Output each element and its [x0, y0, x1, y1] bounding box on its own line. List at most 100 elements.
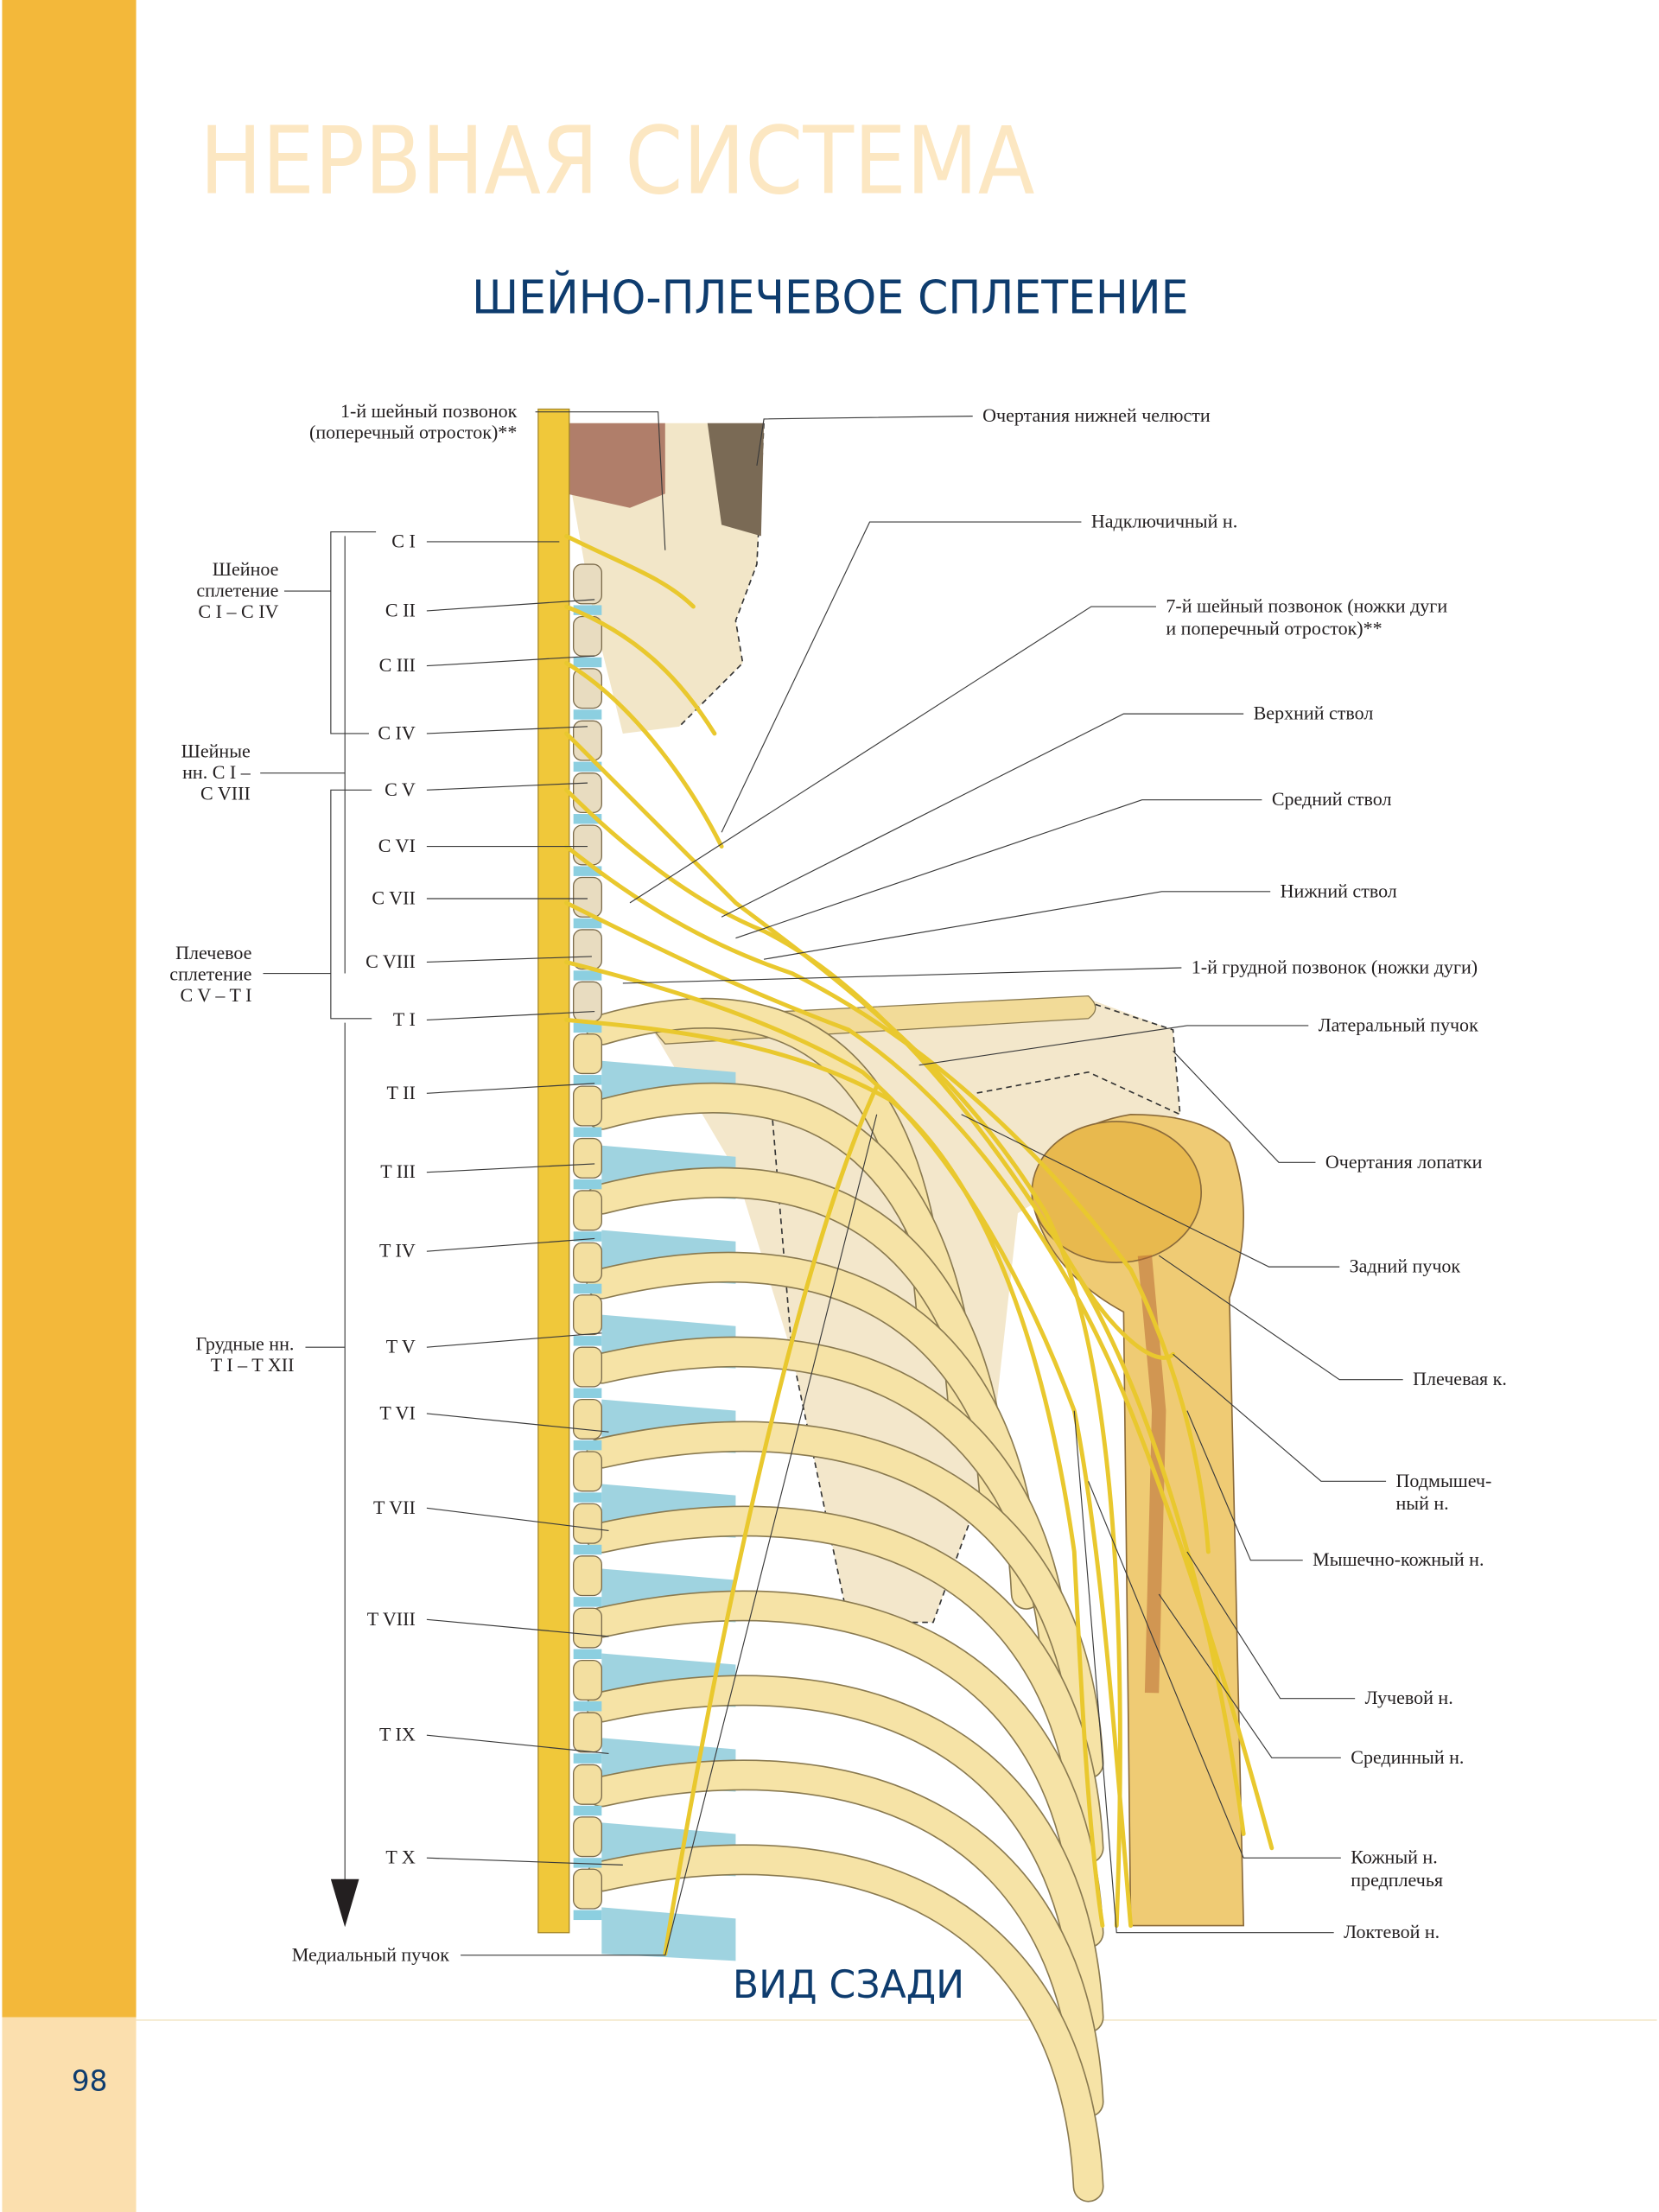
svg-text:Плечевая к.: Плечевая к.	[1413, 1368, 1507, 1389]
svg-text:T V: T V	[386, 1336, 416, 1357]
svg-text:C VI: C VI	[378, 835, 416, 856]
intervertebral-disc	[573, 1700, 602, 1712]
intervertebral-disc	[573, 1492, 602, 1503]
intervertebral-disc	[573, 814, 602, 824]
svg-text:ный н.: ный н.	[1396, 1492, 1449, 1514]
skull-base	[559, 423, 665, 508]
svg-text:Шейное: Шейное	[213, 558, 279, 580]
vertebra	[573, 1555, 602, 1597]
svg-text:Шейные: Шейные	[181, 741, 251, 762]
svg-text:C II: C II	[385, 599, 416, 620]
c1-vertebra-label: 1-й шейный позвонок (поперечный отросток…	[309, 400, 666, 550]
svg-text:Латеральный пучок: Латеральный пучок	[1319, 1014, 1478, 1035]
svg-text:C VII: C VII	[372, 887, 415, 909]
intervertebral-disc	[573, 918, 602, 929]
svg-text:Грудные нн.: Грудные нн.	[196, 1332, 295, 1354]
svg-text:Локтевой н.: Локтевой н.	[1344, 1921, 1440, 1942]
svg-text:7-й шейный позвонок (ножки дуг: 7-й шейный позвонок (ножки дуги	[1166, 595, 1447, 617]
svg-text:T I: T I	[393, 1008, 416, 1030]
svg-text:C V: C V	[385, 779, 416, 800]
intervertebral-disc	[573, 1283, 602, 1294]
segment-label: T I	[393, 1008, 595, 1030]
svg-text:Срединный н.: Срединный н.	[1351, 1746, 1464, 1768]
segment-label: C VIII	[365, 950, 592, 972]
sidebar-strip	[2, 0, 137, 2018]
segment-label: C VII	[372, 887, 588, 909]
segment-label: T VI	[379, 1402, 609, 1433]
vertebra	[573, 1242, 602, 1283]
svg-text:сплетение: сплетение	[196, 580, 278, 601]
svg-text:C V – T I: C V – T I	[181, 984, 252, 1006]
svg-text:Очертания лопатки: Очертания лопатки	[1325, 1151, 1483, 1173]
right-labels: Очертания нижней челюсти Надключичный н.…	[622, 404, 1507, 1942]
svg-text:Задний пучок: Задний пучок	[1350, 1255, 1461, 1277]
vertebra	[573, 1451, 602, 1492]
intervertebral-disc	[573, 657, 602, 668]
svg-text:T I – T XII: T I – T XII	[211, 1354, 295, 1376]
vertebra	[573, 1503, 602, 1544]
intervertebral-disc	[573, 605, 602, 615]
page-title: ШЕЙНО-ПЛЕЧЕВОЕ СПЛЕТЕНИЕ	[472, 270, 1188, 324]
svg-text:C VIII: C VIII	[365, 950, 416, 972]
svg-text:Мышечно-кожный н.: Мышечно-кожный н.	[1313, 1548, 1484, 1570]
intervertebral-disc	[573, 1805, 602, 1816]
segment-label: C V	[385, 779, 588, 800]
view-caption: ВИД СЗАДИ	[733, 1963, 964, 2007]
vertebra	[573, 1764, 602, 1805]
intervertebral-disc	[573, 1649, 602, 1659]
segment-label: T X	[385, 1847, 623, 1868]
intervertebral-disc	[573, 1597, 602, 1607]
intervertebral-disc	[573, 1075, 602, 1085]
intervertebral-disc	[573, 1440, 602, 1451]
arrow-down-icon	[330, 1878, 359, 1928]
svg-text:C I: C I	[391, 530, 416, 551]
vertebra	[573, 1398, 602, 1440]
intervertebral-disc	[573, 709, 602, 720]
intervertebral-disc	[573, 1858, 602, 1868]
vertebra	[573, 1816, 602, 1858]
svg-text:T IV: T IV	[379, 1240, 416, 1262]
brachial-plexus-label: Плечевое сплетение C V – T I	[169, 789, 372, 1020]
svg-text:1-й грудной позвонок (ножки ду: 1-й грудной позвонок (ножки дуги)	[1192, 957, 1478, 978]
vertebra	[573, 824, 602, 866]
segment-label: C III	[379, 654, 595, 676]
svg-text:T II: T II	[387, 1082, 416, 1103]
segment-label: T IV	[379, 1237, 595, 1262]
svg-text:C VIII: C VIII	[200, 783, 251, 804]
svg-text:T VII: T VII	[373, 1497, 416, 1518]
segment-label: T VII	[373, 1497, 609, 1531]
segment-label: C IV	[378, 722, 588, 744]
svg-text:T III: T III	[380, 1160, 416, 1182]
vertebra	[573, 1607, 602, 1649]
humerus	[1031, 1113, 1245, 1927]
medial-cord-label: Медиальный пучок	[292, 1114, 878, 1965]
vertebra	[573, 1033, 602, 1075]
intervertebral-disc	[573, 970, 602, 981]
segment-label: T II	[387, 1082, 595, 1103]
segment-label: C VI	[378, 835, 588, 856]
segment-label: T V	[386, 1332, 602, 1357]
cervical-nerves-label: Шейные нн. C I – C VIII	[181, 536, 346, 974]
rib	[588, 1846, 1103, 2201]
svg-text:Средний ствол: Средний ствол	[1272, 788, 1392, 810]
svg-text:и поперечный отросток)**: и поперечный отросток)**	[1166, 618, 1382, 639]
svg-text:сплетение: сплетение	[169, 963, 251, 985]
nerves	[564, 533, 1274, 1956]
svg-text:предплечья: предплечья	[1351, 1869, 1443, 1891]
segment-label: T VIII	[367, 1608, 609, 1637]
rib	[588, 1422, 1103, 1778]
segment-label: C I	[391, 530, 560, 551]
vertebra	[573, 1346, 602, 1388]
svg-text:Лучевой н.: Лучевой н.	[1365, 1687, 1453, 1708]
vertebra	[573, 1190, 602, 1231]
intervertebral-disc	[573, 1336, 602, 1346]
vertebra	[573, 1659, 602, 1701]
section-title: НЕРВНАЯ СИСТЕМА	[200, 108, 1035, 216]
vertebra	[573, 1085, 602, 1127]
svg-text:Нижний ствол: Нижний ствол	[1281, 880, 1397, 901]
segment-label: T III	[380, 1160, 595, 1182]
svg-text:1-й шейный позвонок: 1-й шейный позвонок	[340, 400, 518, 422]
cervical-plexus-label: Шейное сплетение C I – C IV	[196, 531, 377, 734]
segment-label: C II	[385, 599, 595, 620]
svg-text:Подмышеч-: Подмышеч-	[1396, 1470, 1492, 1491]
